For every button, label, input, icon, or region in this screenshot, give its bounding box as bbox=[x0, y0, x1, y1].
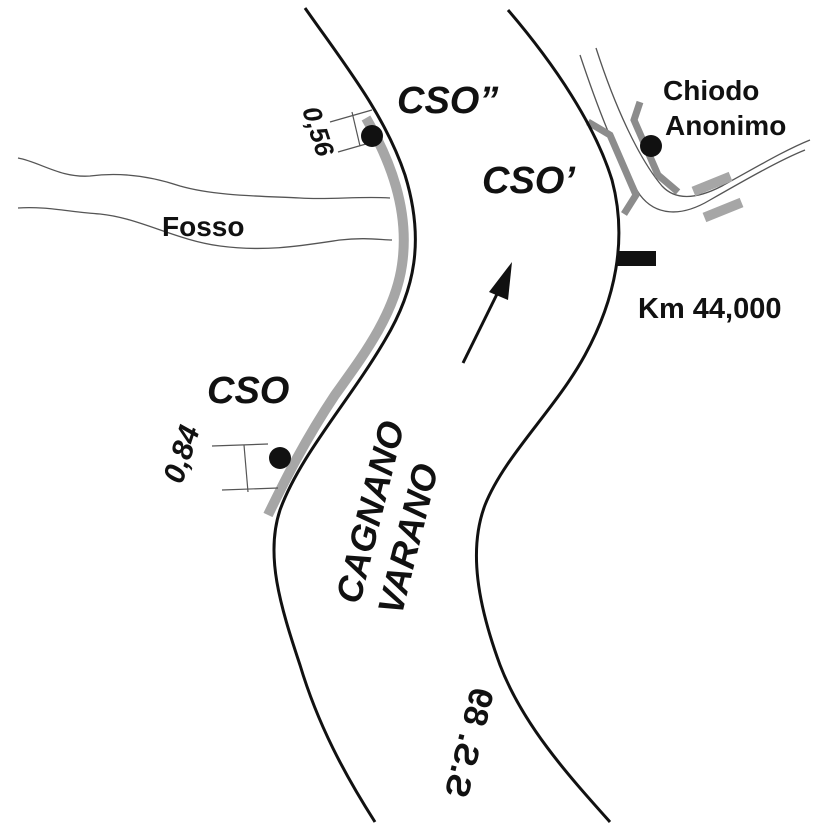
direction-arrow-shaft bbox=[461, 287, 502, 364]
cso-lower-label: CSO bbox=[207, 370, 289, 412]
fosso-label: Fosso bbox=[162, 211, 244, 242]
dimension-lower bbox=[211, 443, 279, 493]
cso-upper-point bbox=[361, 125, 383, 147]
side-road-edge-1 bbox=[579, 54, 806, 213]
road-left-edge bbox=[272, 7, 417, 823]
road-right-edge bbox=[475, 9, 621, 823]
side-road-mark-left bbox=[586, 118, 640, 216]
fosso-lower-bank bbox=[17, 206, 393, 250]
chiodo-label-line2: Anonimo bbox=[665, 110, 786, 141]
chiodo-label-line1: Chiodo bbox=[663, 75, 759, 106]
side-road-block-1 bbox=[691, 171, 733, 197]
km-label: Km 44,000 bbox=[638, 293, 782, 325]
fosso-upper-bank bbox=[17, 157, 391, 200]
cso-upper-label: CSO” bbox=[397, 80, 498, 122]
road-label: S.S. 89 bbox=[437, 684, 501, 801]
direction-arrow-head bbox=[489, 262, 512, 300]
km-marker bbox=[617, 251, 656, 266]
side-road-block-2 bbox=[702, 197, 744, 223]
chiodo-point bbox=[640, 135, 662, 157]
cso-lower-point bbox=[269, 447, 291, 469]
side-road-edge-2 bbox=[595, 47, 811, 198]
dimension-lower-label: 0,84 bbox=[157, 421, 207, 487]
guardrail bbox=[263, 115, 409, 518]
cso-right-label: CSO’ bbox=[482, 160, 575, 202]
dimension-upper-label: 0,56 bbox=[296, 103, 340, 161]
